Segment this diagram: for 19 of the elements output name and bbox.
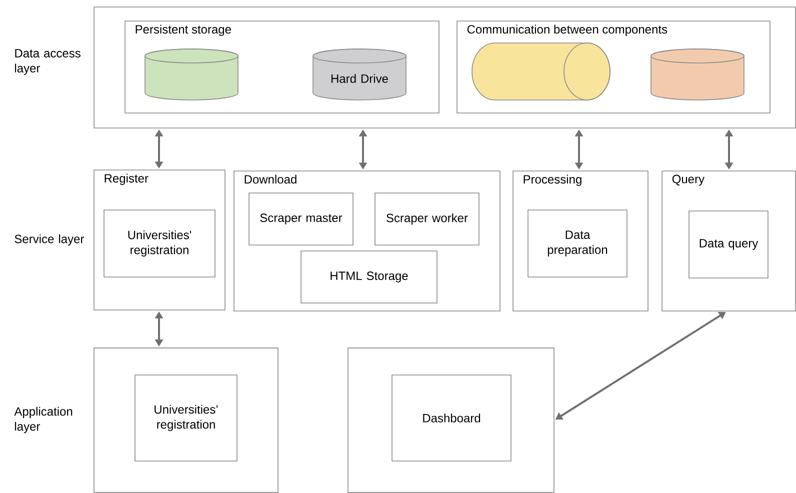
layer-box xyxy=(94,348,278,493)
cylinder xyxy=(144,48,238,100)
process-box: Dashboard xyxy=(392,374,512,462)
layer-label: Service layer xyxy=(14,234,84,246)
layer-label: Application layer xyxy=(14,406,72,434)
process-box: Data query xyxy=(688,210,768,278)
cylinder: Hard Drive xyxy=(312,48,406,100)
process-box: Scraper worker xyxy=(374,192,480,246)
process-box: Scraper master xyxy=(248,192,354,246)
process-box: Universities’ registration xyxy=(134,374,238,462)
process-box: Universities' registration xyxy=(104,210,216,278)
cylinder xyxy=(472,42,610,100)
layer-label: Data access layer xyxy=(15,49,80,75)
cylinder xyxy=(650,48,744,100)
layer-box xyxy=(94,6,796,128)
process-box: HTML Storage xyxy=(300,250,438,304)
process-box: Data preparation xyxy=(528,210,628,278)
group-box: Communication between components xyxy=(456,20,770,114)
layer-box xyxy=(348,348,554,493)
